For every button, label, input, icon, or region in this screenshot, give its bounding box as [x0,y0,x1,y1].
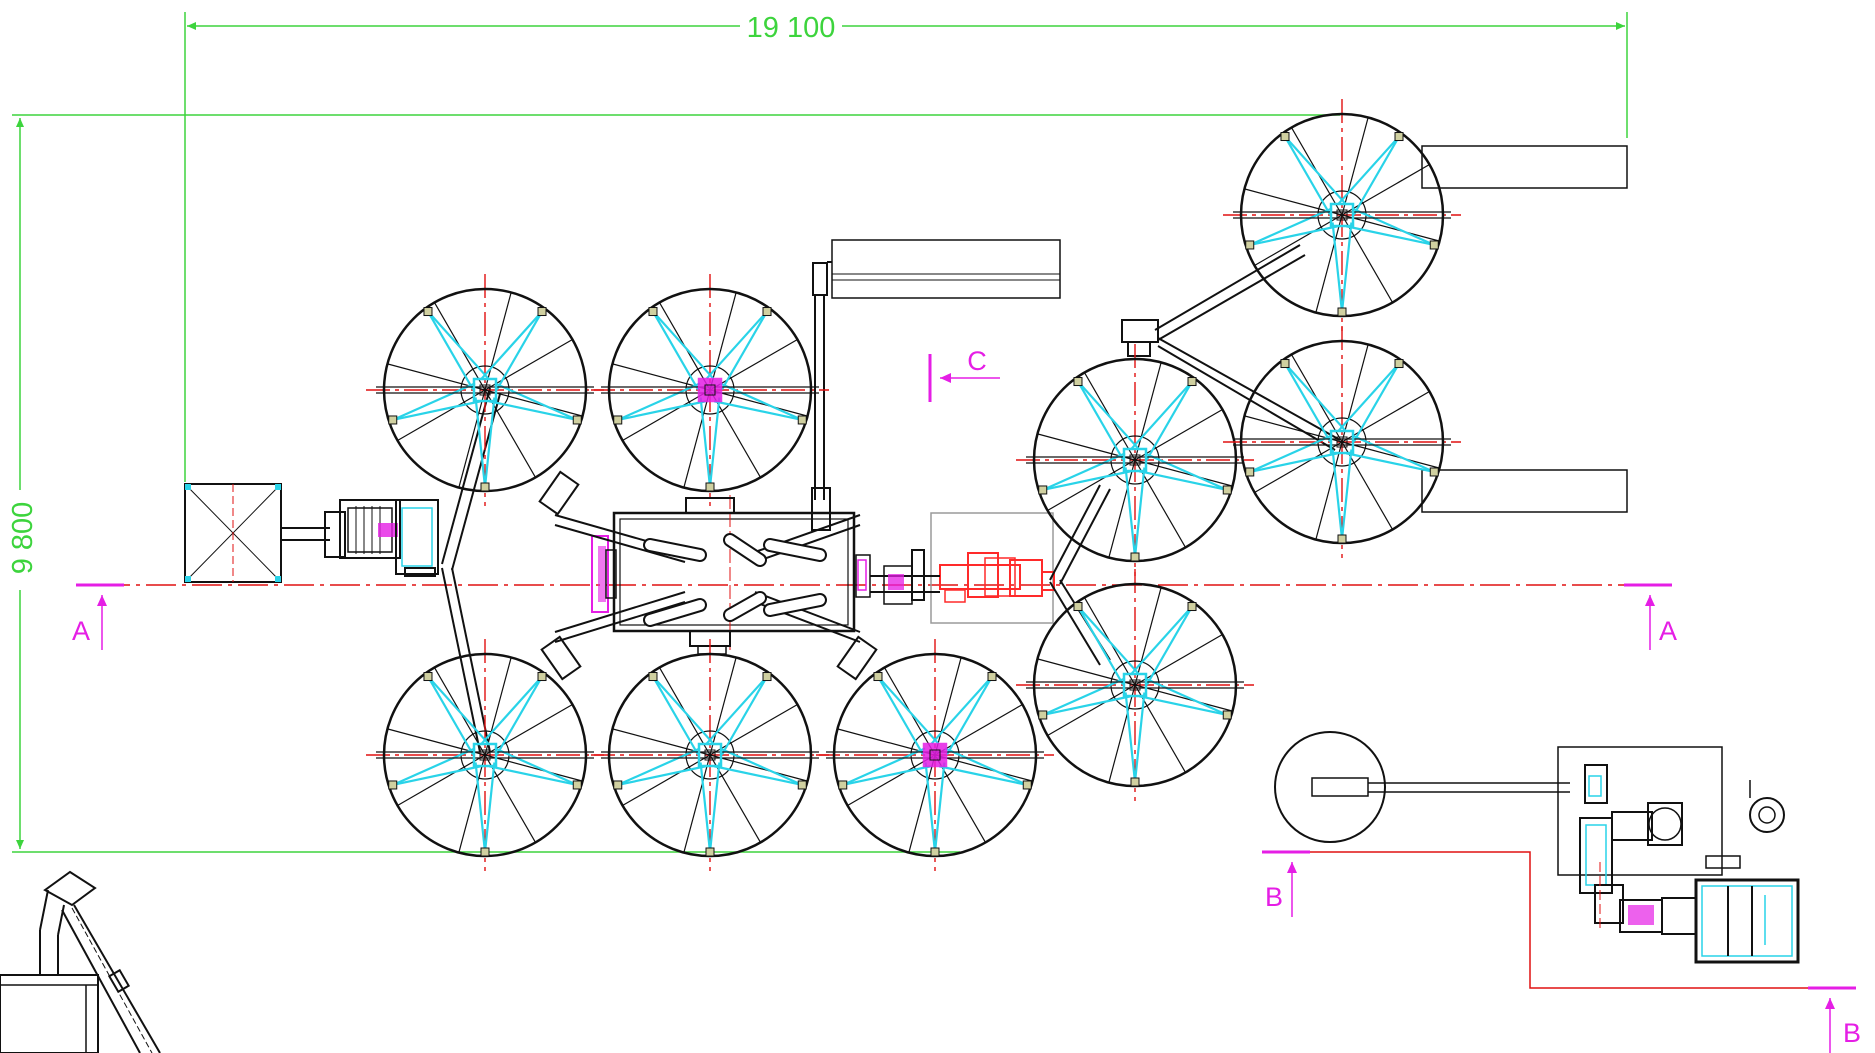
frame-tube-inner [765,595,825,615]
dimension-width: 19 100 [184,12,1628,482]
rotary-wheels [366,99,1461,871]
wheel-lower-3 [816,639,1054,871]
section-marker-c: C [928,346,1000,402]
feed-drive-unit [281,499,439,577]
dimension-width-label: 19 100 [747,12,836,44]
wheel-lower-2 [591,639,829,871]
section-b-right-label: B [1843,1018,1861,1048]
section-a-left-label: A [72,616,90,646]
section-line-b [1262,851,1808,989]
section-c-label: C [967,346,987,376]
lower-arm-links [441,244,1341,753]
feed-hopper [184,483,282,583]
section-b-left-label: B [1265,882,1283,912]
upper-support-column [811,239,1061,531]
wheel-upper-1 [366,274,604,506]
dimension-height-label: 9 800 [7,502,39,575]
side-station [1274,731,1800,964]
wheel-far-upper [1223,99,1461,331]
section-marker-b-right: B [1808,986,1861,1053]
frame-tube-inner [725,593,765,620]
wheel-upper-2 [591,274,829,506]
frame-tube-inner [645,540,705,560]
section-marker-a-left: A [72,583,124,650]
section-marker-a-right: A [1624,583,1677,650]
frame-tubes [643,533,827,627]
section-marker-b-left: B [1262,850,1310,917]
wheel-right-lower [1016,569,1254,801]
main-gearbox [870,512,1055,624]
frame-tube-inner [645,600,705,625]
right-ducts [1421,145,1628,513]
bucket-elevator [0,870,161,1053]
wheel-right-upper [1016,344,1254,576]
frame-tube-inner [725,535,765,565]
frame-tube-inner [765,540,825,560]
wheel-far-lower [1223,326,1461,558]
wheel-lower-1 [366,639,604,871]
section-a-right-label: A [1659,616,1677,646]
